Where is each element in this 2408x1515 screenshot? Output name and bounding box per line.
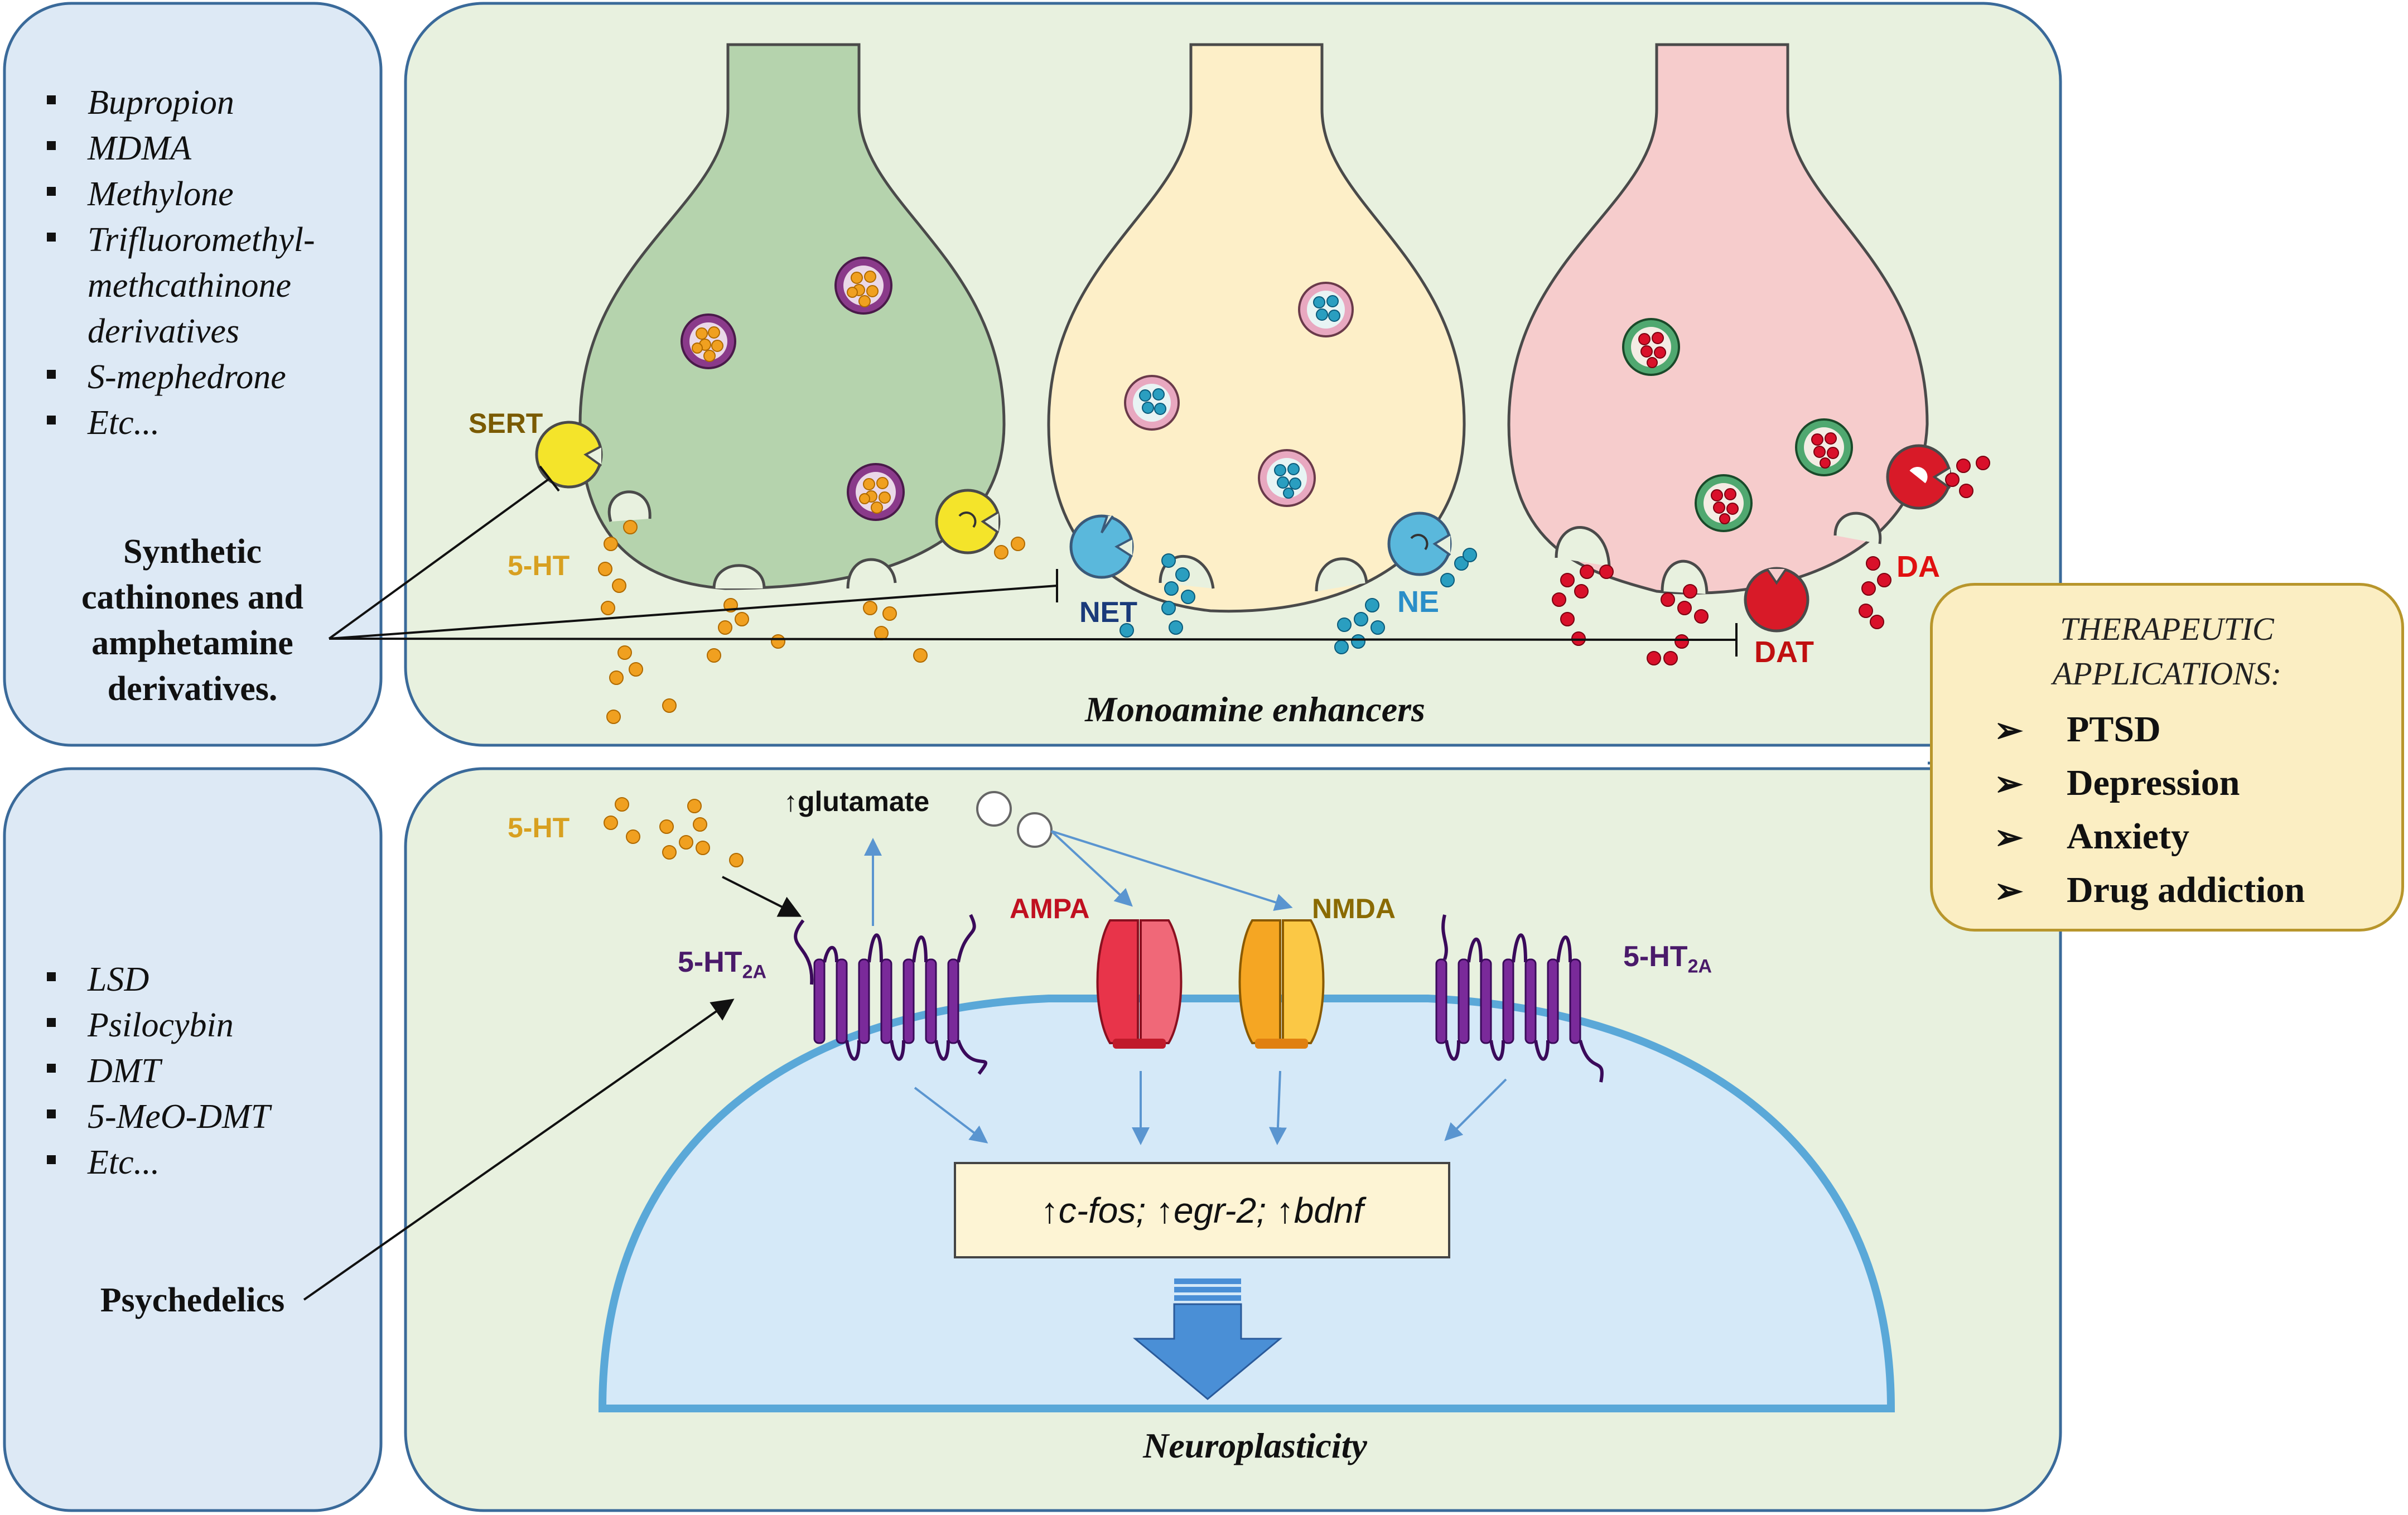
psychedelic-drug-panel bbox=[3, 767, 383, 1512]
list-item: 5-MeO-DMT bbox=[39, 1094, 270, 1140]
list-item: Trifluoromethyl- bbox=[39, 217, 315, 263]
list-item: ➢ Drug addiction bbox=[1994, 863, 2305, 917]
net-label: NET bbox=[1079, 596, 1137, 629]
therapeutic-applications-box: THERAPEUTIC APPLICATIONS: ➢ PTSD ➢ Depress… bbox=[1930, 583, 2404, 932]
gene-bdnf: bdnf bbox=[1294, 1190, 1364, 1231]
list-item-text: derivatives bbox=[88, 312, 240, 350]
right-5ht2a-label: 5-HT2A bbox=[1623, 940, 1712, 977]
list-item: DMT bbox=[39, 1048, 270, 1094]
list-item-label: PTSD bbox=[2067, 709, 2161, 750]
sert-transporter bbox=[535, 421, 603, 489]
list-item: ➢ PTSD bbox=[1994, 703, 2305, 756]
list-item-text: methcathinone bbox=[88, 267, 292, 305]
da-label: DA bbox=[1897, 550, 1940, 583]
dopamine-vesicle-contents bbox=[1638, 332, 1839, 524]
arrowhead-bullet-icon: ➢ bbox=[1994, 765, 2023, 803]
up-arrow-icon: ↑ bbox=[1155, 1190, 1174, 1231]
sert-label: SERT bbox=[469, 408, 543, 439]
da-reverse-transporter bbox=[1886, 444, 1952, 510]
serotonin-label: 5-HT bbox=[508, 550, 570, 581]
net-transporter bbox=[1069, 514, 1134, 579]
monoamine-panel-title: Monoamine enhancers bbox=[1085, 689, 1425, 729]
norepinephrine-neuron bbox=[1047, 43, 1466, 613]
neuroplasticity-panel-title: Neuroplasticity bbox=[1143, 1426, 1367, 1465]
serotonin-molecules-bottom bbox=[604, 797, 744, 867]
up-arrow-icon: ↑ bbox=[1276, 1190, 1294, 1231]
serotonin-reverse-transporter bbox=[935, 489, 1001, 554]
dat-label: DAT bbox=[1754, 635, 1814, 669]
up-arrow-icon: ↑ bbox=[1040, 1190, 1059, 1231]
list-item-label: Drug addiction bbox=[2067, 870, 2305, 910]
ne-reverse-transporter bbox=[1387, 512, 1452, 576]
signal-arrows bbox=[303, 830, 1507, 1301]
list-item: Methylone bbox=[39, 171, 315, 217]
separator: ; bbox=[1136, 1190, 1156, 1231]
left-5ht2a-receptor bbox=[794, 914, 988, 1075]
receptor-subscript: 2A bbox=[1687, 956, 1712, 977]
separator: ; bbox=[1256, 1190, 1276, 1231]
gene-expression-box: ↑c-fos; ↑egr-2; ↑bdnf bbox=[954, 1162, 1450, 1258]
glutamate-text: glutamate bbox=[798, 786, 930, 817]
norepinephrine-vesicle-contents bbox=[1139, 295, 1340, 499]
list-item: MDMA bbox=[39, 126, 315, 171]
list-item: S-mephedrone bbox=[39, 354, 315, 400]
glutamate-label: ↑glutamate bbox=[784, 785, 929, 818]
psychedelic-class-label: Psychedelics bbox=[100, 1281, 285, 1319]
serotonin-vesicle-contents bbox=[692, 271, 891, 514]
dopamine-vesicles bbox=[1622, 318, 1853, 532]
monoamine-drug-list: Bupropion MDMA Methylone Trifluoromethyl… bbox=[39, 80, 315, 446]
list-item: Psilocybin bbox=[39, 1002, 270, 1048]
gene-egr2: egr-2 bbox=[1173, 1190, 1257, 1231]
list-item-label: Anxiety bbox=[2067, 816, 2189, 857]
monoamine-drug-class-label: Synthetic cathinones and amphetamine der… bbox=[81, 533, 303, 708]
left-5ht2a-label: 5-HT2A bbox=[678, 945, 766, 983]
up-arrow-icon: ↑ bbox=[784, 786, 798, 817]
inhibition-lines bbox=[328, 465, 1738, 657]
serotonin-molecules bbox=[598, 520, 1025, 724]
list-item: ➢ Depression bbox=[1994, 756, 2305, 810]
glutamate-molecules bbox=[976, 791, 1053, 848]
therapeutic-title: THERAPEUTIC APPLICATIONS: bbox=[2052, 611, 2282, 692]
receptor-main: 5-HT bbox=[1623, 940, 1688, 973]
serotonin-release-sites bbox=[607, 490, 897, 589]
dat-transporter bbox=[1744, 567, 1809, 633]
gene-cfos: c-fos bbox=[1058, 1190, 1136, 1231]
dopamine-molecules bbox=[1552, 456, 1990, 665]
serotonin-label-bottom: 5-HT bbox=[508, 812, 570, 843]
list-item: LSD bbox=[39, 957, 270, 1002]
right-5ht2a-receptor bbox=[1435, 914, 1604, 1083]
list-item-continued: methcathinone bbox=[39, 263, 315, 308]
receptor-main: 5-HT bbox=[678, 946, 742, 978]
list-item: Etc... bbox=[39, 400, 315, 446]
arrowhead-bullet-icon: ➢ bbox=[1994, 819, 2023, 857]
arrowhead-bullet-icon: ➢ bbox=[1994, 872, 2023, 910]
list-item-continued: derivatives bbox=[39, 308, 315, 354]
list-item: ➢ Anxiety bbox=[1994, 810, 2305, 863]
psychedelic-drug-list: LSD Psilocybin DMT 5-MeO-DMT Etc... bbox=[39, 957, 270, 1185]
arrowhead-bullet-icon: ➢ bbox=[1994, 712, 2023, 750]
ne-label: NE bbox=[1397, 585, 1440, 619]
ampa-receptor bbox=[1096, 919, 1183, 1049]
neuroplasticity-down-arrow bbox=[1132, 1278, 1283, 1400]
nmda-receptor bbox=[1238, 919, 1325, 1049]
dopamine-release-sites bbox=[1555, 512, 1882, 595]
monoamine-drug-panel bbox=[3, 2, 383, 747]
list-item-label: Depression bbox=[2067, 763, 2240, 803]
norepinephrine-molecules bbox=[1119, 548, 1477, 654]
nmda-label: NMDA bbox=[1312, 893, 1396, 924]
ampa-label: AMPA bbox=[1010, 893, 1090, 924]
therapeutic-list: ➢ PTSD ➢ Depression ➢ Anxiety ➢ Drug addicti… bbox=[1994, 703, 2305, 917]
list-item: Etc... bbox=[39, 1140, 270, 1185]
receptor-subscript: 2A bbox=[742, 961, 767, 983]
list-item: Bupropion bbox=[39, 80, 315, 126]
